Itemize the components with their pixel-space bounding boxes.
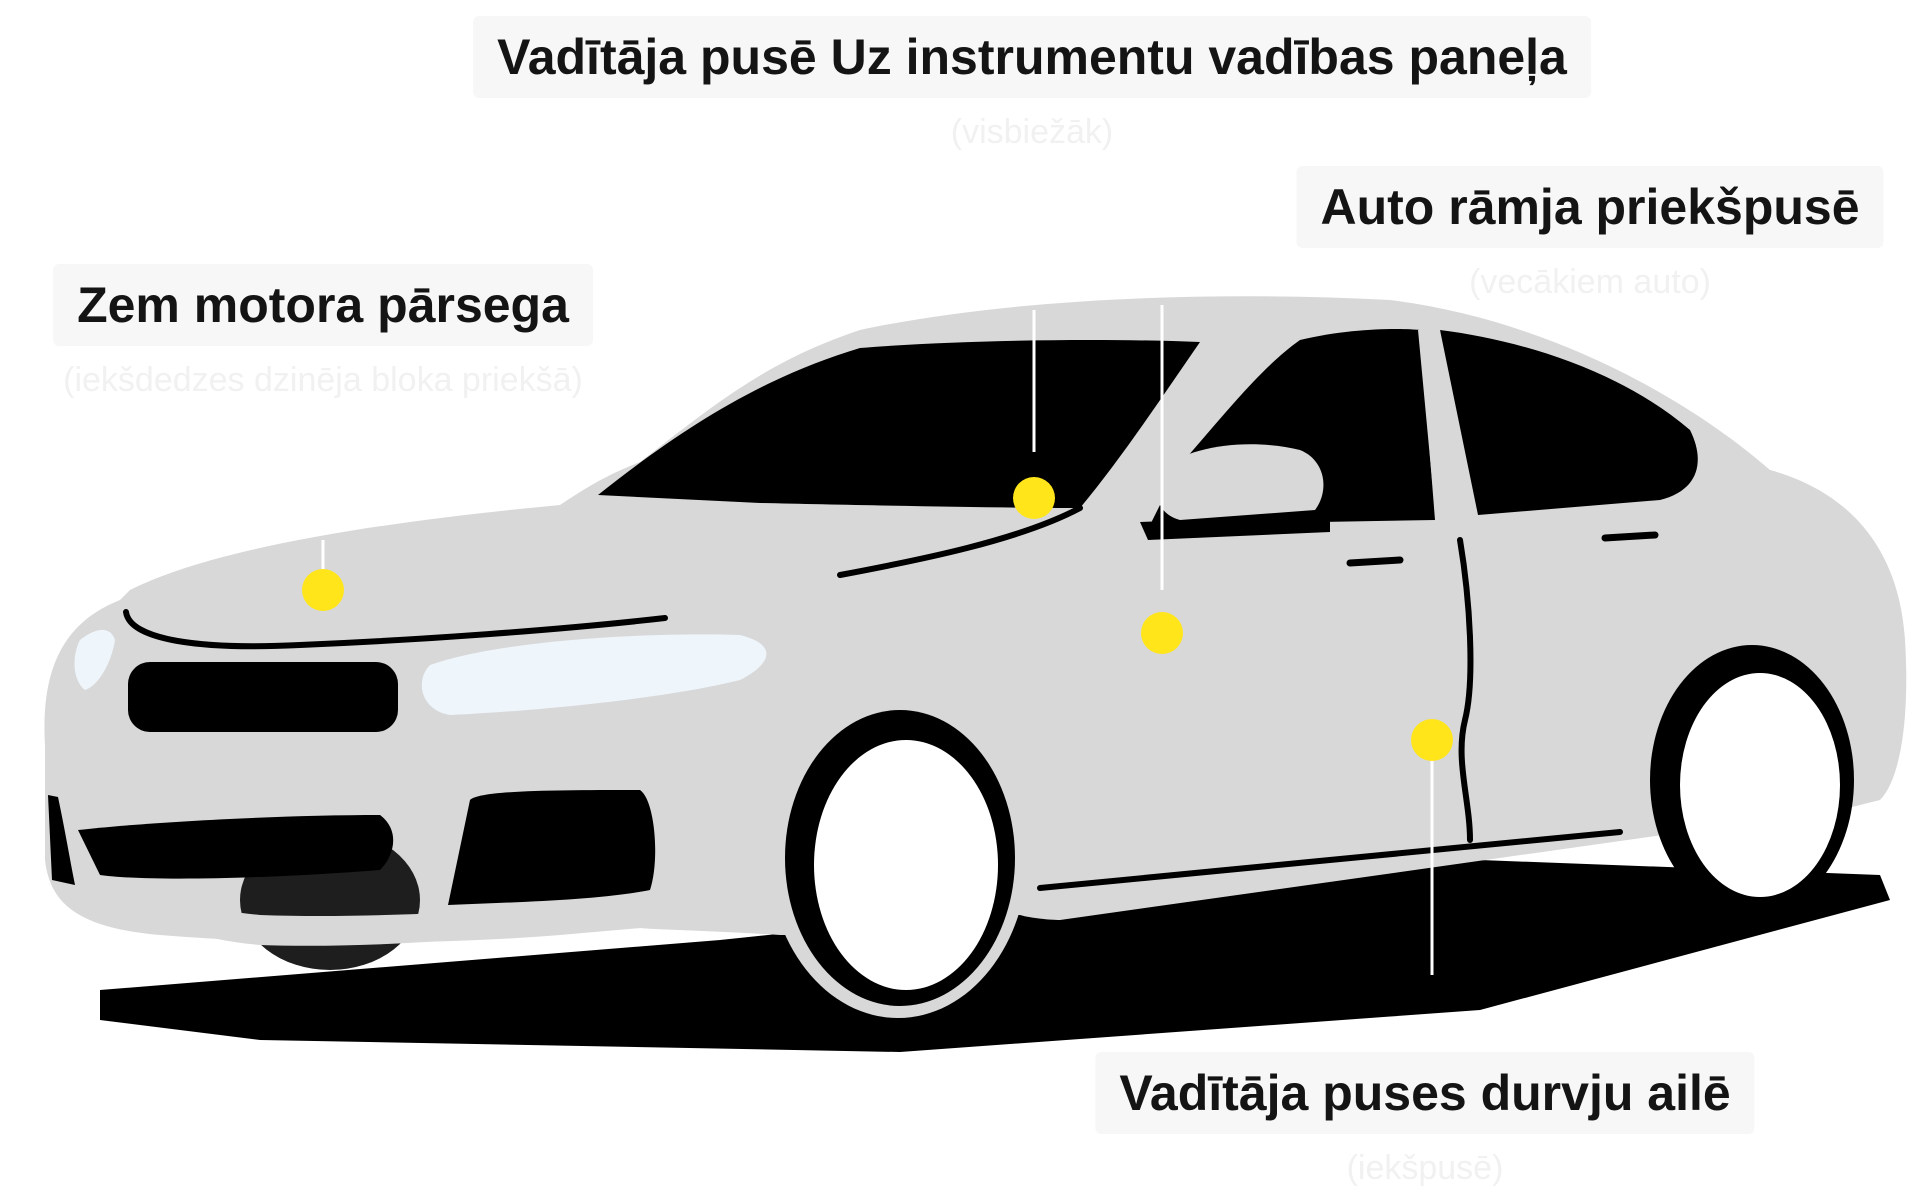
door-gap [1457, 537, 1474, 843]
front-door-handle [1346, 556, 1404, 567]
hood-crease [123, 609, 668, 650]
marker-frame [1141, 612, 1183, 654]
callout-dashboard: Vadītāja pusē Uz instrumentu vadības pan… [473, 16, 1591, 152]
callout-hood: Zem motora pārsega (iekšdedzes dzinēja b… [53, 264, 593, 400]
marker-door [1411, 719, 1453, 761]
mirror-base [1140, 515, 1330, 540]
callout-door-subtitle: (iekšpusē) [1346, 1149, 1504, 1187]
callout-door-title: Vadītāja puses durvju ailē [1095, 1052, 1755, 1134]
callout-frame: Auto rāmja priekšpusē (vecākiem auto) [1296, 166, 1884, 302]
front-wheel [768, 688, 1028, 1018]
rear-wheel [1650, 645, 1854, 915]
fender-line [837, 505, 1083, 578]
lower-intake-center [78, 815, 394, 879]
sill-line [1037, 829, 1623, 891]
callout-dashboard-title: Vadītāja pusē Uz instrumentu vadības pan… [473, 16, 1591, 98]
callout-dashboard-subtitle: (visbiežāk) [950, 113, 1114, 151]
callout-hood-subtitle: (iekšdedzes dzinēja bloka priekšā) [63, 361, 583, 399]
headlight-left [74, 629, 115, 690]
marker-dashboard [1013, 477, 1055, 519]
lower-intake-left [48, 795, 75, 885]
grille [128, 662, 398, 732]
marker-hood [302, 569, 344, 611]
rear-side-window [1440, 330, 1698, 515]
callout-frame-subtitle: (vecākiem auto) [1469, 263, 1711, 301]
lower-intake-right [448, 790, 656, 905]
side-mirror [1156, 444, 1324, 520]
callout-door: Vadītāja puses durvju ailē (iekšpusē) [1095, 1052, 1755, 1188]
callout-frame-title: Auto rāmja priekšpusē [1296, 166, 1884, 248]
b-pillar [1418, 330, 1462, 522]
windshield [598, 340, 1200, 508]
front-bumper-lower [45, 745, 640, 946]
callout-hood-title: Zem motora pārsega [53, 264, 593, 346]
headlight-right [421, 634, 767, 715]
rear-door-handle [1601, 531, 1659, 542]
